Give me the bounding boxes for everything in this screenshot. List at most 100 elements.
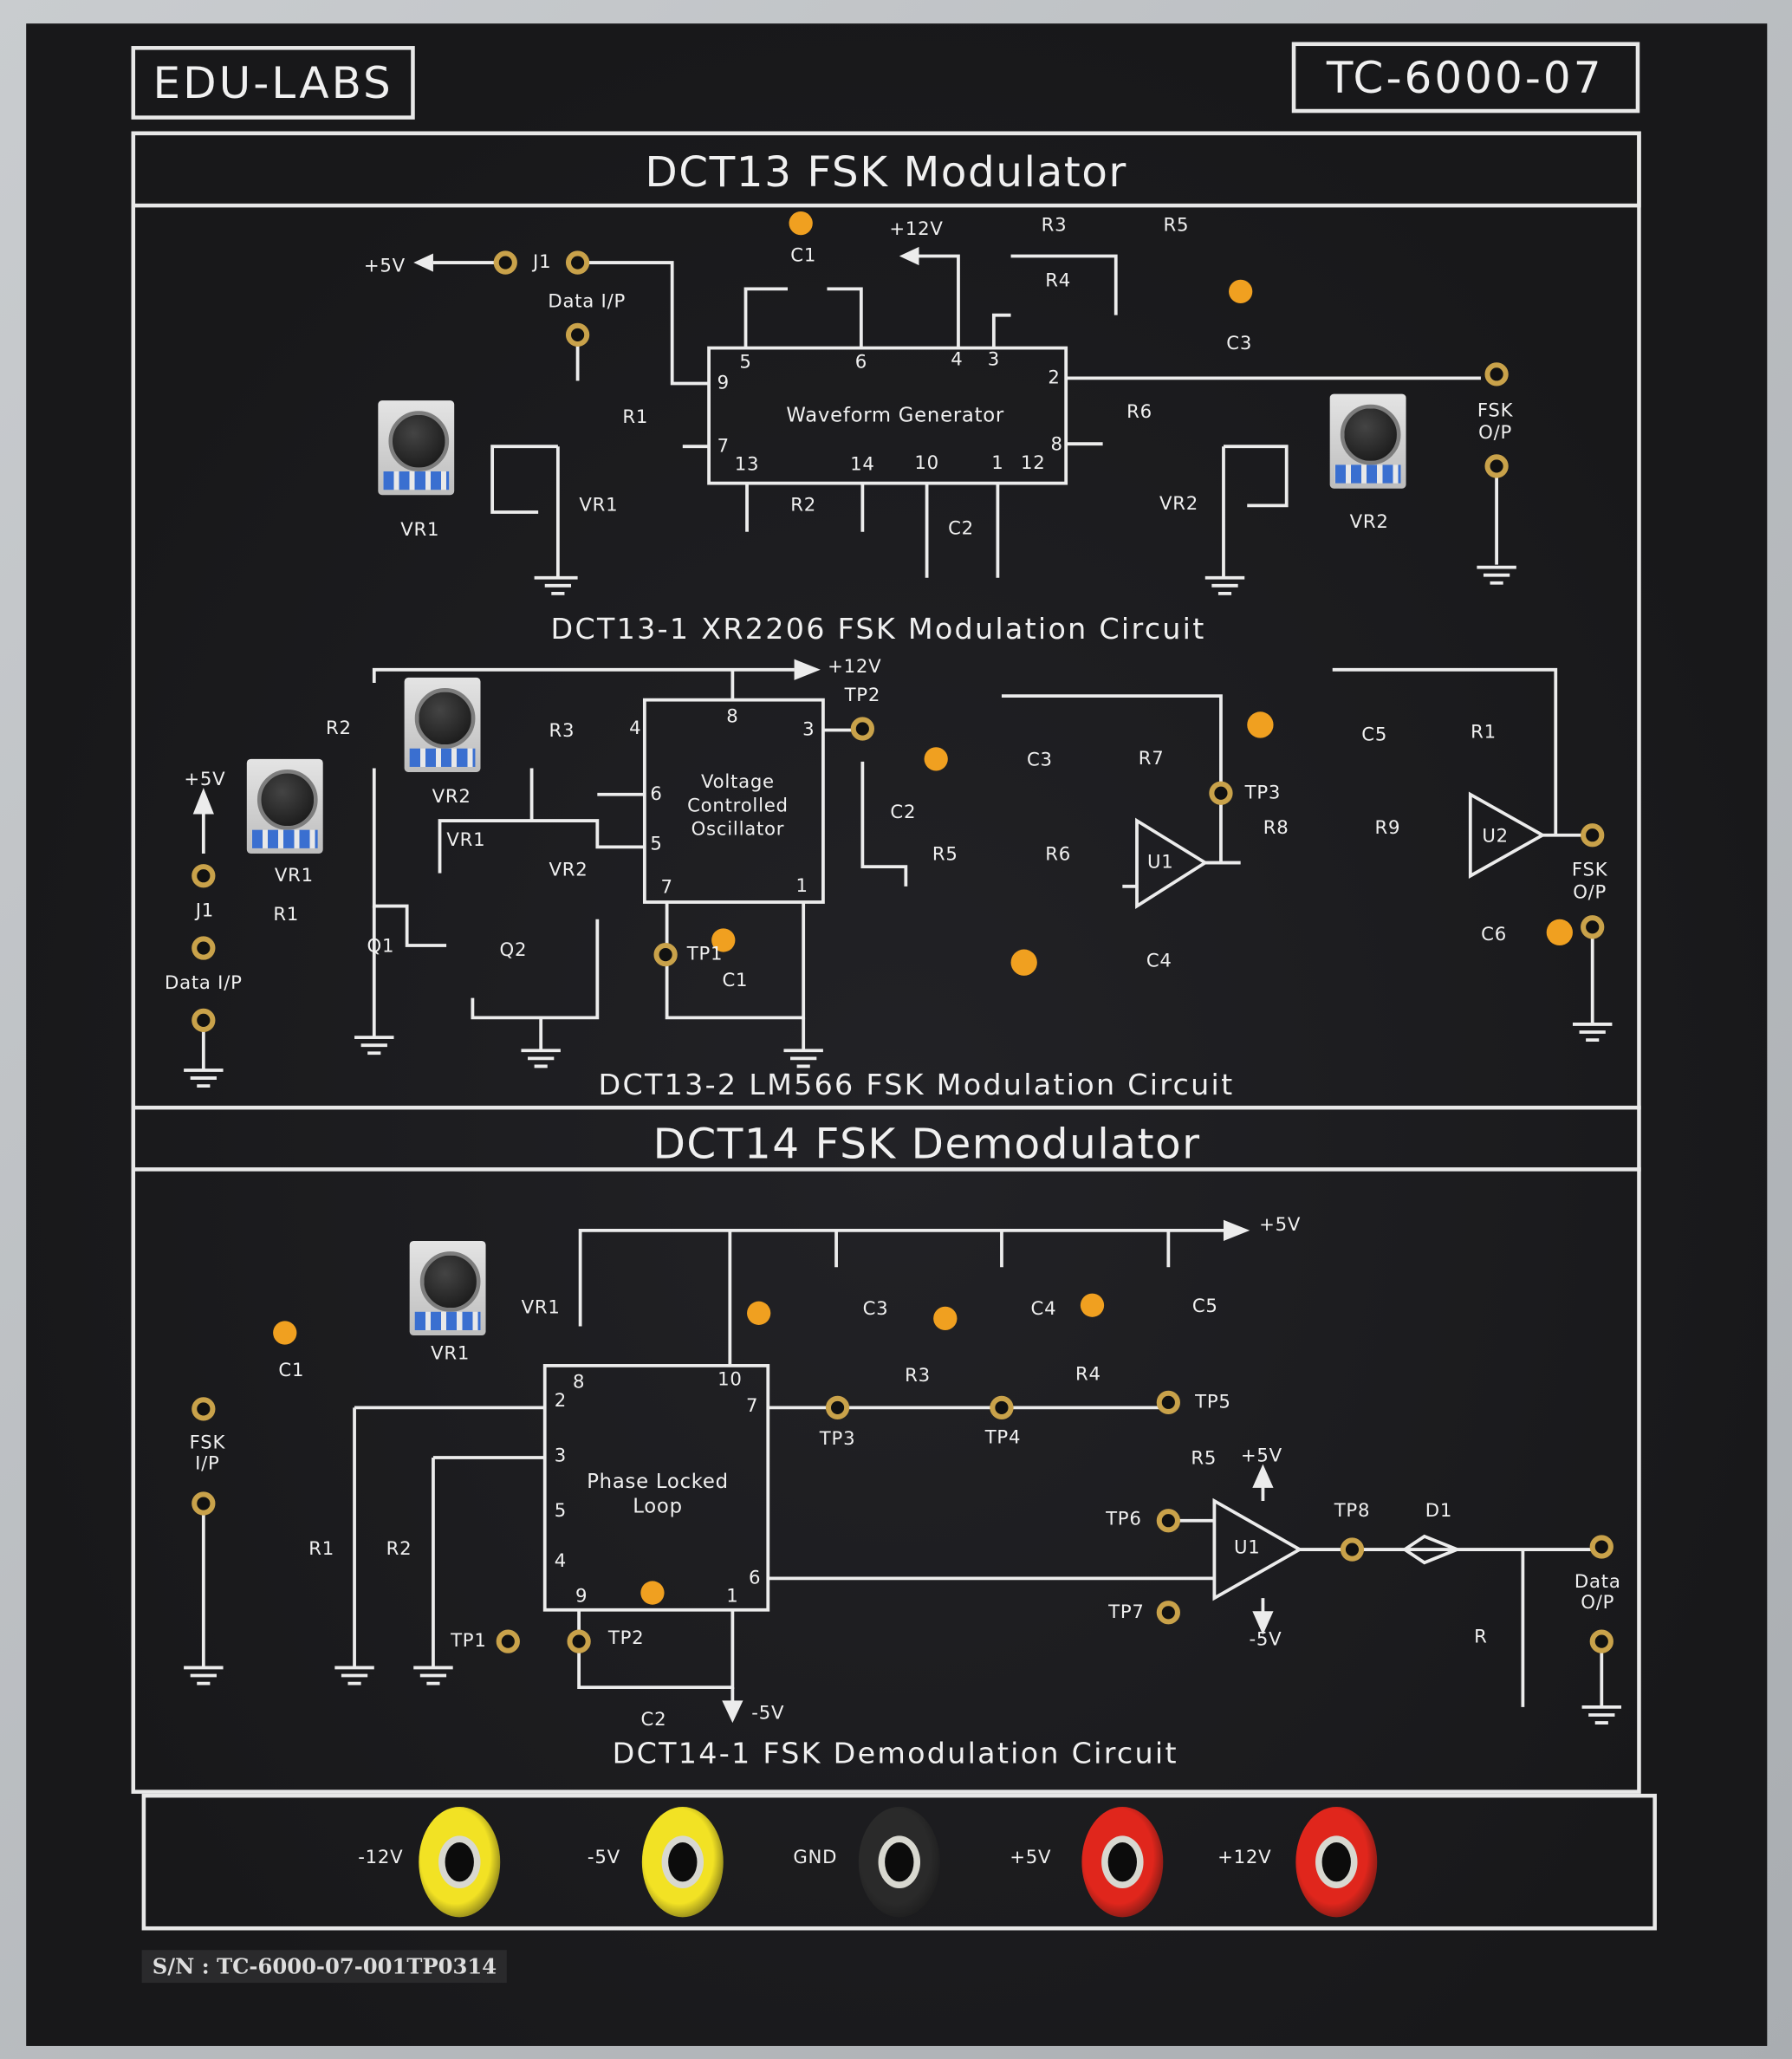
jack-socket-icon: [661, 1835, 704, 1889]
component-label: VR2: [1159, 493, 1198, 515]
component-label: VR2: [432, 786, 471, 808]
component-label: R9: [1374, 818, 1401, 840]
power-jack-label: -12V: [358, 1848, 404, 1869]
component-label: 7: [745, 1395, 759, 1418]
component-label: R3: [549, 720, 575, 743]
component-label: 2: [554, 1390, 568, 1412]
power-jack-label: +12V: [1217, 1848, 1272, 1869]
component-label: -5V: [751, 1703, 785, 1724]
demodulator-title: DCT14 FSK Demodulator: [653, 1119, 1201, 1169]
component-label: 8: [726, 706, 739, 728]
vco-label-line3: Oscillator: [691, 819, 785, 841]
power-jack-label: -5V: [587, 1848, 620, 1869]
component-label: 6: [748, 1568, 762, 1589]
component-label: 6: [854, 352, 867, 373]
component-label: 4: [951, 349, 964, 371]
component-label: VR1: [274, 865, 314, 887]
component-label: TP3: [1244, 783, 1282, 804]
component-label: 8: [572, 1372, 586, 1393]
component-label: C3: [1026, 750, 1053, 771]
component-label: C1: [790, 245, 817, 267]
component-label: VR1: [521, 1297, 561, 1319]
potentiometer-vr2-knob[interactable]: [1329, 393, 1406, 489]
component-label: R2: [325, 718, 352, 740]
component-label: C3: [862, 1298, 889, 1320]
component-label: VR1: [579, 495, 619, 516]
component-label: 9: [717, 373, 730, 394]
power-jack-red[interactable]: [1081, 1807, 1164, 1918]
component-label: R4: [1075, 1364, 1101, 1386]
component-label: VR2: [1349, 511, 1389, 534]
component-label: U1: [1146, 852, 1174, 874]
component-label: Data: [1574, 1571, 1621, 1594]
component-label: TP6: [1106, 1509, 1142, 1530]
circuit-board: [26, 23, 1768, 2046]
component-label: 3: [802, 719, 815, 741]
serial-number: S/N : TC-6000-07-001TP0314: [141, 1950, 508, 1984]
component-label: C1: [722, 970, 749, 992]
power-supply-strip: [141, 1793, 1657, 1931]
component-label: 8: [1050, 434, 1063, 456]
component-label: J1: [195, 900, 214, 922]
component-label: D1: [1425, 1500, 1453, 1523]
power-jack-label: +5V: [1010, 1848, 1052, 1869]
component-label: R1: [622, 406, 649, 428]
component-label: C4: [1146, 951, 1172, 972]
potentiometer-vr1-knob[interactable]: [378, 400, 455, 496]
xr2206-caption: DCT13-1 XR2206 FSK Modulation Circuit: [550, 614, 1206, 647]
component-label: Data I/P: [165, 972, 243, 995]
component-label: TP4: [984, 1427, 1022, 1449]
jack-socket-icon: [438, 1835, 481, 1889]
component-label: R5: [932, 844, 958, 866]
component-label: 9: [575, 1586, 588, 1608]
potentiometer-vr2-knob[interactable]: [404, 677, 481, 772]
component-label: R5: [1163, 215, 1190, 237]
component-label: C4: [1030, 1298, 1057, 1320]
component-label: Q2: [499, 939, 528, 962]
opamp-u2: [1468, 791, 1546, 879]
model-number: TC-6000-07: [1326, 51, 1604, 103]
component-label: VR2: [549, 860, 588, 881]
component-label: +5V: [184, 769, 226, 791]
model-box: [1291, 42, 1640, 114]
component-label: R6: [1126, 401, 1152, 423]
component-label: +5V: [1259, 1214, 1302, 1236]
modulator-title: DCT13 FSK Modulator: [645, 146, 1127, 198]
component-label: R1: [308, 1538, 335, 1561]
component-label: TP1: [686, 944, 724, 965]
power-jack-red[interactable]: [1295, 1807, 1378, 1918]
component-label: VR1: [400, 520, 440, 542]
component-label: 1: [795, 875, 808, 897]
arrows: [192, 246, 1274, 1724]
component-label: FSK: [1477, 400, 1514, 422]
component-label: R2: [386, 1538, 412, 1561]
power-jack-black[interactable]: [858, 1807, 940, 1918]
component-label: R1: [273, 905, 300, 926]
component-label: -5V: [1249, 1629, 1282, 1651]
power-jack-yellow[interactable]: [641, 1807, 724, 1918]
component-label: 14: [850, 454, 875, 476]
component-label: R1: [1471, 722, 1497, 744]
component-label: C6: [1481, 924, 1507, 946]
brand-logo: EDU-LABS: [153, 56, 393, 109]
component-label: 5: [739, 352, 752, 373]
demodulator-title-bar: [131, 1105, 1641, 1172]
component-label: R6: [1045, 844, 1071, 866]
jack-socket-icon: [1315, 1835, 1358, 1889]
power-jack-yellow[interactable]: [419, 1807, 501, 1918]
component-label: TP8: [1334, 1500, 1371, 1523]
component-label: R8: [1263, 818, 1289, 840]
component-label: TP3: [819, 1428, 856, 1450]
component-label: TP1: [451, 1631, 487, 1653]
component-label: 7: [660, 877, 673, 899]
component-label: FSK: [189, 1432, 226, 1454]
component-label: 1: [726, 1586, 739, 1608]
component-label: C3: [1226, 333, 1253, 355]
modulator-title-bar: [131, 131, 1641, 208]
potentiometer-vr1-knob[interactable]: [409, 1240, 486, 1336]
potentiometer-vr1-knob[interactable]: [246, 758, 323, 854]
component-label: 7: [717, 436, 730, 458]
component-label: R4: [1045, 270, 1071, 292]
component-label: C5: [1361, 724, 1388, 746]
component-label: O/P: [1573, 882, 1607, 904]
